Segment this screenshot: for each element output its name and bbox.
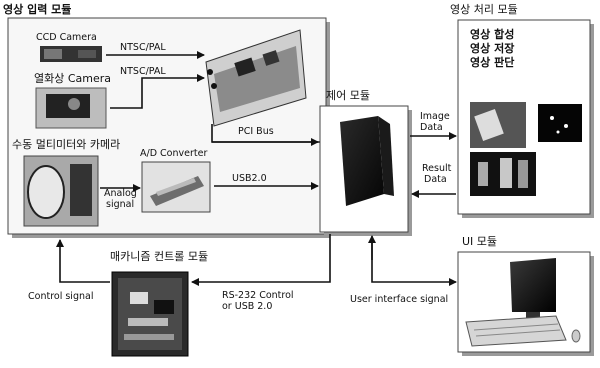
mechanism-module: 매카니즘 컨트롤 모듈: [110, 250, 208, 356]
rs232-arrow: [192, 234, 330, 282]
ntsc-pal-label-1: NTSC/PAL: [120, 42, 166, 53]
controller-board-image: [112, 272, 188, 356]
image-data-label-1: Image: [420, 111, 450, 122]
ccd-camera-image: [40, 46, 102, 62]
multimeter-camera-image: [24, 156, 98, 226]
result-data-label-2: Data: [424, 174, 447, 185]
mechanism-module-title: 매카니즘 컨트롤 모듈: [110, 250, 208, 263]
ad-converter-label: A/D Converter: [140, 148, 207, 159]
pci-bus-label: PCI Bus: [238, 126, 274, 137]
ui-module: UI 모듈: [458, 235, 594, 356]
control-module-title: 제어 모듈: [326, 89, 370, 102]
ad-converter-image: [142, 162, 210, 212]
analog-signal-label-2: signal: [106, 199, 134, 210]
rs232-label-1: RS-232 Control: [222, 290, 294, 301]
ntsc-pal-label-2: NTSC/PAL: [120, 66, 166, 77]
control-module: 제어 모듈: [320, 89, 412, 236]
rs232-label-2: or USB 2.0: [222, 301, 272, 312]
processing-item-3: 영상 판단: [470, 55, 514, 69]
input-module-title: 영상 입력 모듈: [3, 2, 71, 16]
ui-signal-arrow-right: [372, 240, 456, 282]
image-data-label-2: Data: [420, 122, 443, 133]
manual-camera-label: 수동 멀티미터와 카메라: [12, 138, 120, 151]
processing-module: 영상 처리 모듈 영상 합성 영상 저장 영상 판단: [450, 3, 594, 218]
usb-label: USB2.0: [232, 173, 267, 184]
processing-module-title: 영상 처리 모듈: [450, 3, 518, 16]
control-signal-label: Control signal: [28, 291, 93, 302]
analog-signal-label-1: Analog: [104, 188, 137, 199]
ccd-camera-label: CCD Camera: [36, 32, 97, 43]
pc-tower-image: [340, 116, 394, 206]
processing-item-2: 영상 저장: [470, 41, 514, 55]
user-interface-signal-label: User interface signal: [350, 294, 448, 305]
processing-item-1: 영상 합성: [470, 27, 514, 41]
ui-module-title: UI 모듈: [462, 235, 497, 248]
input-module: 영상 입력 모듈 CCD Camera 열화상 Camera NTSC/PAL …: [3, 2, 330, 238]
ir-camera-image: [36, 88, 106, 128]
ir-camera-label: 열화상 Camera: [34, 72, 111, 85]
result-data-label-1: Result: [422, 163, 452, 174]
control-signal-arrow: [60, 240, 110, 282]
